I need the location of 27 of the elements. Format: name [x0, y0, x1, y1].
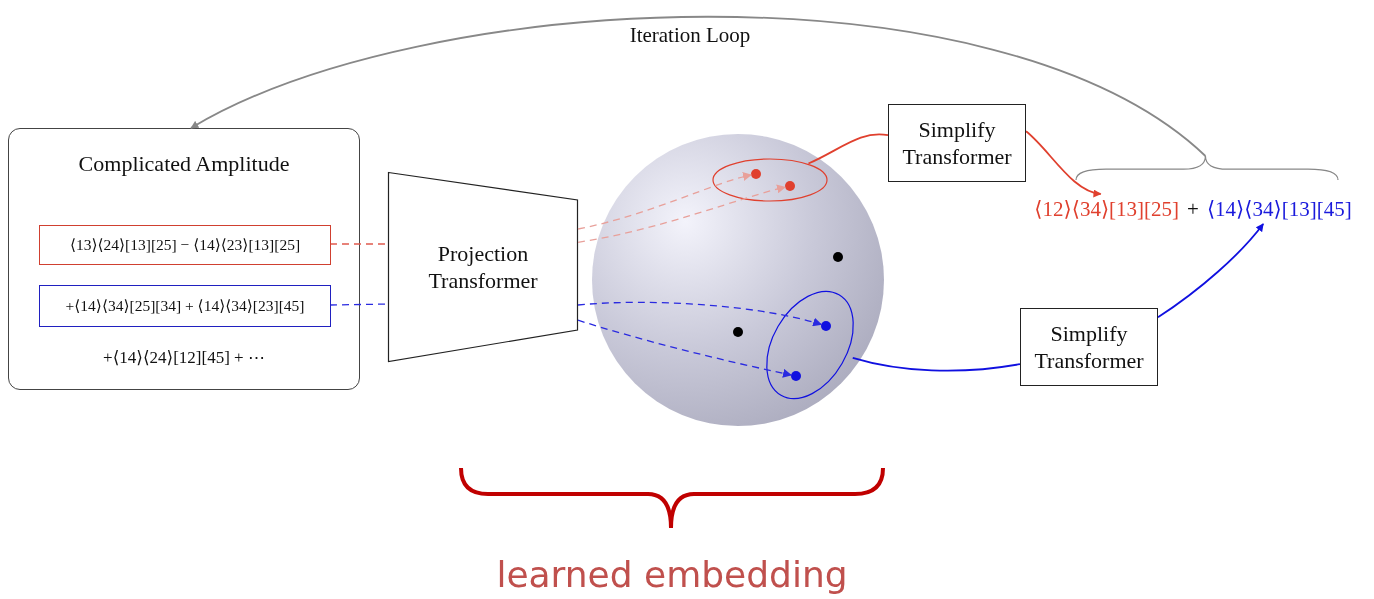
- process-box: Simplify Transformer: [888, 104, 1026, 182]
- dot: [785, 181, 795, 191]
- arrow: [577, 301, 823, 327]
- formula-term: ⟨14⟩⟨34⟩[13][45]: [1206, 196, 1352, 222]
- box-title: Complicated Amplitude: [77, 151, 291, 177]
- process-box: Simplify Transformer: [1020, 308, 1158, 386]
- arrow: [577, 319, 792, 378]
- formula-term: ⟨12⟩⟨34⟩[13][25]: [1034, 196, 1180, 222]
- arrow: [1025, 130, 1102, 197]
- formula-text: +⟨14⟩⟨24⟩[12][45] + ⋯: [102, 347, 266, 368]
- connector-line: [807, 133, 889, 165]
- formula-box: +⟨14⟩⟨34⟩[25][34] + ⟨14⟩⟨34⟩[23][45]: [39, 285, 331, 327]
- dot: [833, 252, 843, 262]
- arrow: [577, 172, 752, 230]
- caption-label: learned embedding: [496, 553, 848, 595]
- dot: [733, 327, 743, 337]
- dot: [751, 169, 761, 179]
- dot: [791, 371, 801, 381]
- plus-sign: +: [1187, 196, 1199, 222]
- arrow: [577, 184, 786, 243]
- formula-box: ⟨13⟩⟨24⟩[13][25] − ⟨14⟩⟨23⟩[13][25]: [39, 225, 331, 265]
- container-box: [8, 128, 360, 390]
- dot: [821, 321, 831, 331]
- loop-arrow: [190, 15, 1207, 157]
- block-label: Projection Transformer: [427, 239, 539, 295]
- arrow: [1157, 223, 1265, 319]
- connector-line: [851, 356, 1021, 372]
